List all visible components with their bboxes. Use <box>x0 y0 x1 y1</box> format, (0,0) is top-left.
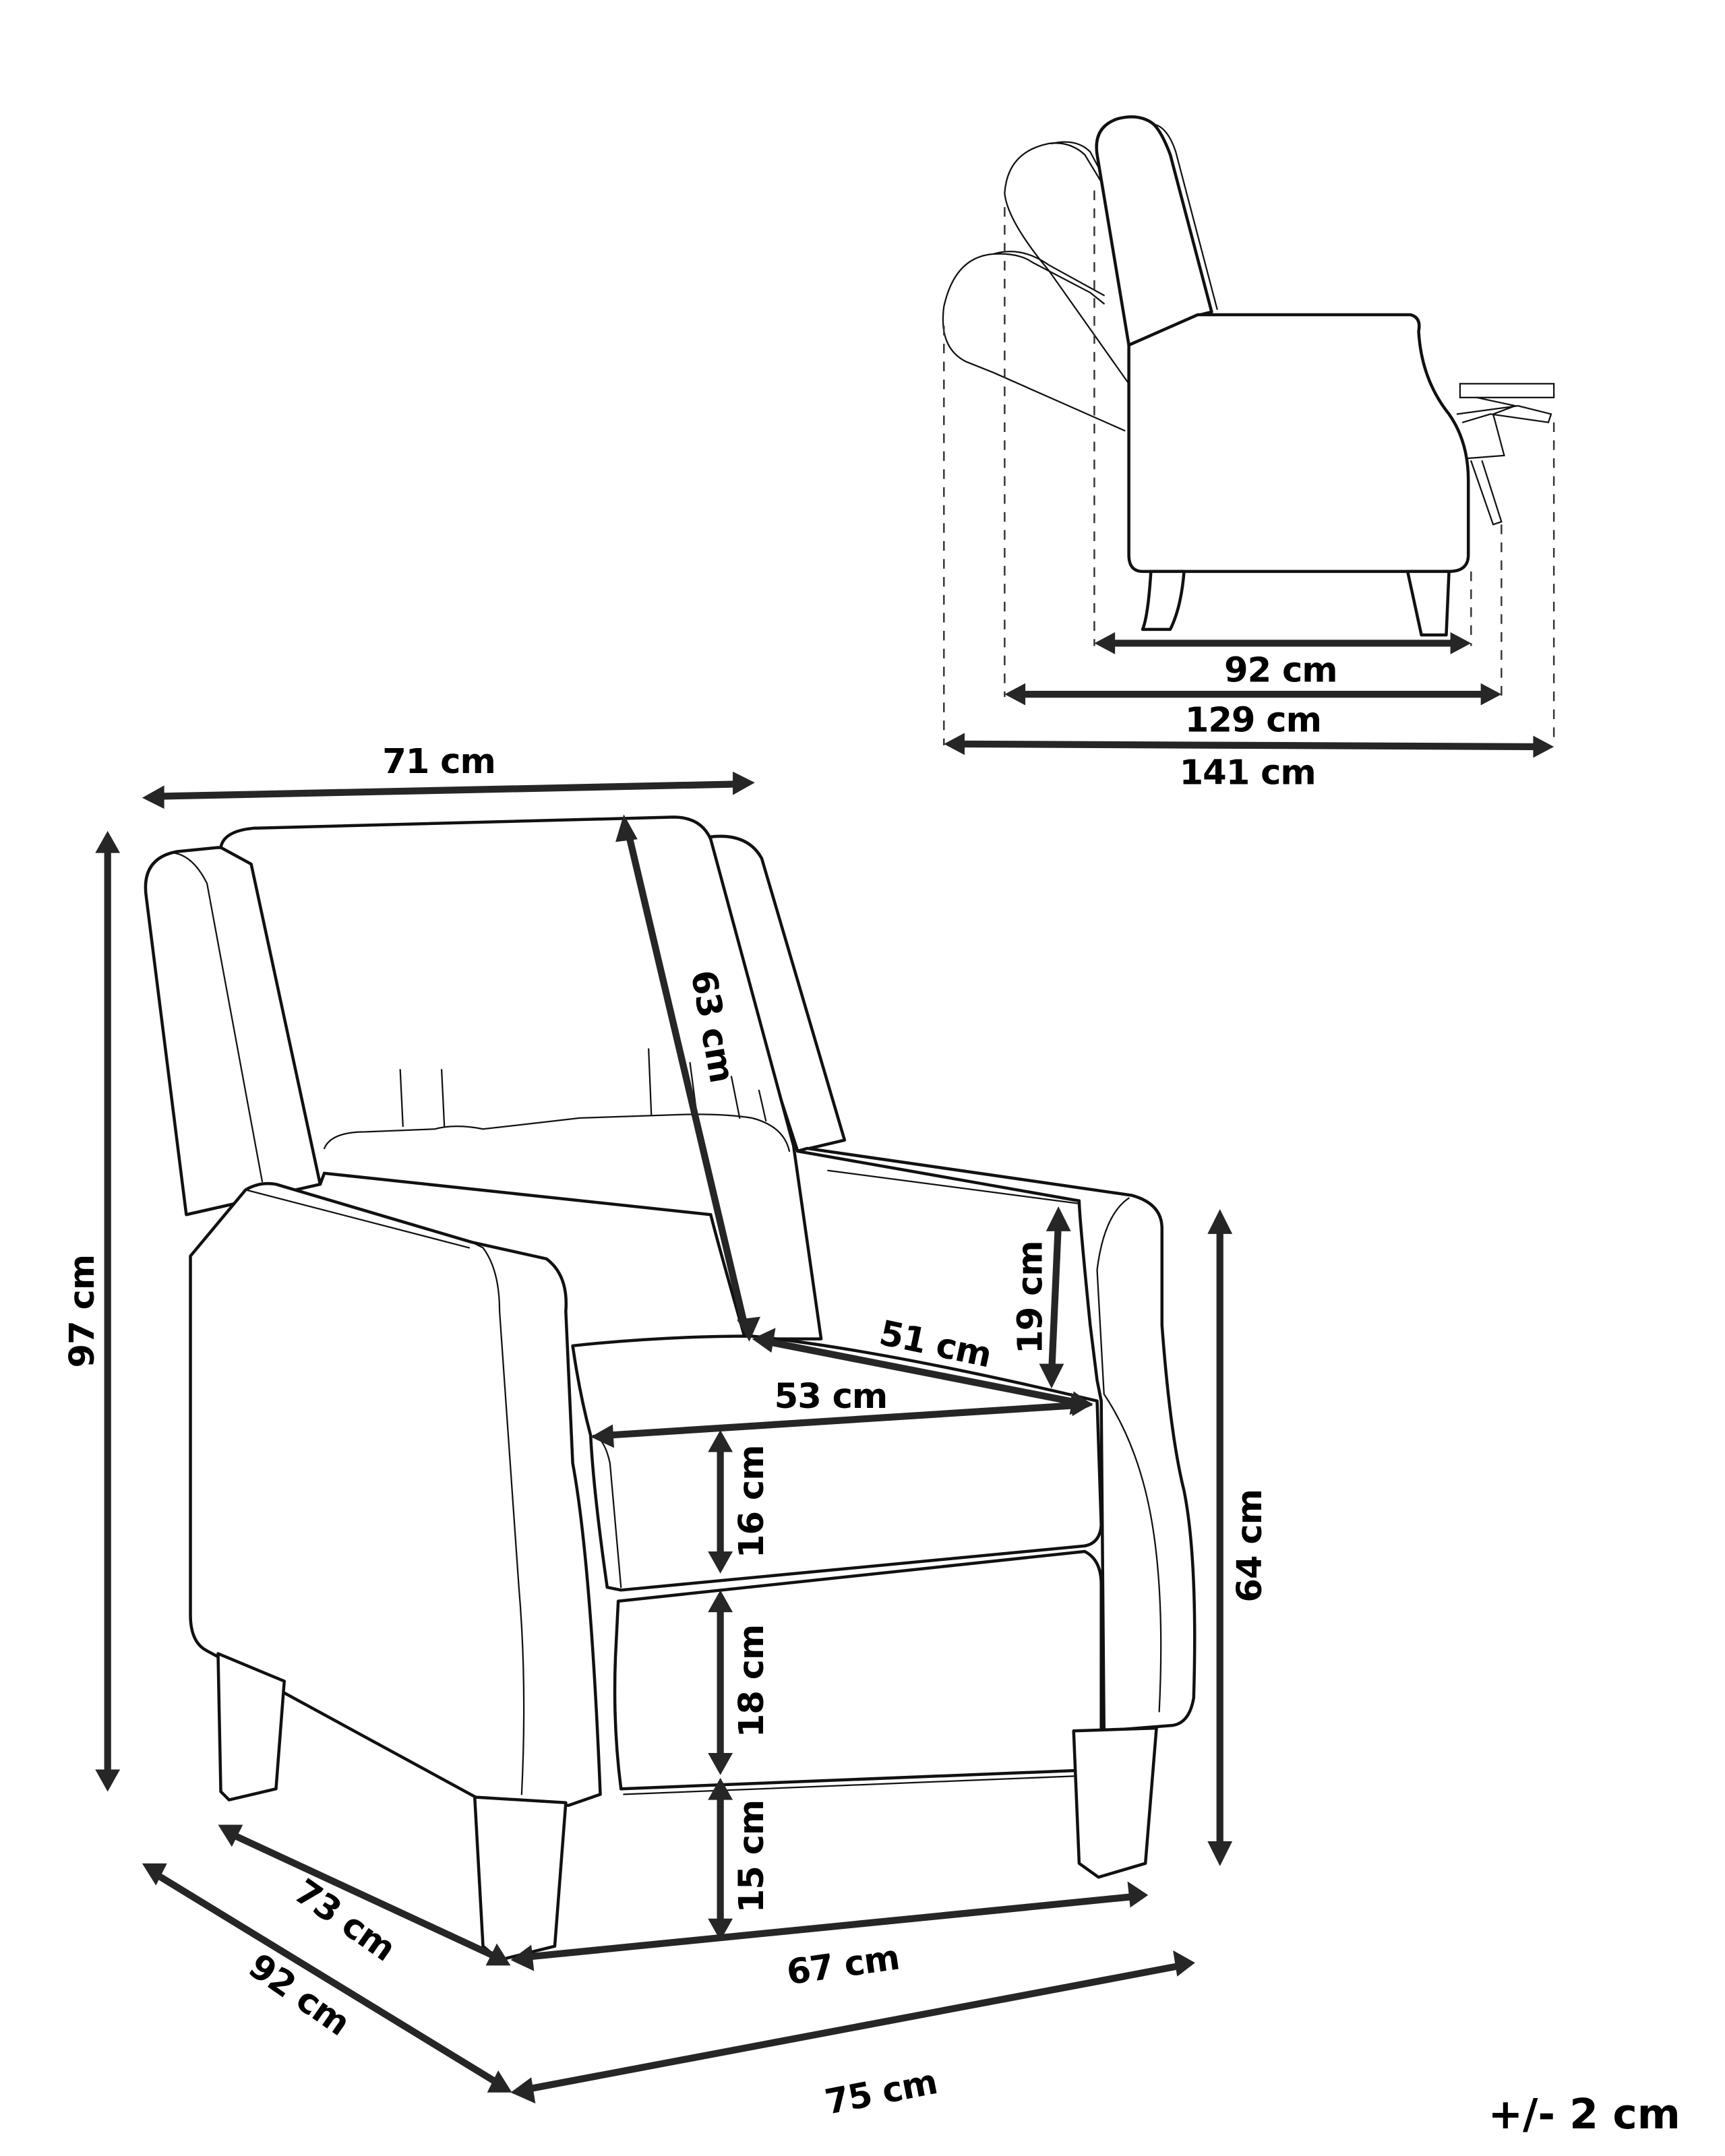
label-64: 64 cm <box>1230 1489 1270 1603</box>
right-arm-top-edge <box>827 1169 1081 1204</box>
dim-19: 19 cm <box>1010 1206 1071 1389</box>
footrest-arm-2 <box>1467 396 1518 460</box>
dim-97: 97 cm <box>62 830 121 1792</box>
backrest-fully-reclined-edge <box>992 251 1105 297</box>
label-53: 53 cm <box>775 1376 888 1417</box>
left-front-leg <box>473 1795 568 1962</box>
dim-16: 16 cm <box>708 1429 772 1574</box>
right-arm <box>796 1146 1197 1733</box>
lumbar-cushion-top <box>323 1113 791 1152</box>
left-rear-leg <box>216 1652 286 1801</box>
backrest-upright-edge <box>1153 123 1218 310</box>
label-67: 67 cm <box>784 1938 901 1994</box>
backrest-half-reclined-outline <box>1004 142 1130 385</box>
footrest-board <box>1459 383 1555 398</box>
backrest-tufting <box>399 1048 767 1128</box>
chair-body-side <box>1127 313 1470 574</box>
right-front-leg <box>1072 1726 1158 1879</box>
footrest-arm-1 <box>1456 404 1552 423</box>
label-97: 97 cm <box>62 1255 102 1368</box>
label-16: 16 cm <box>731 1445 772 1558</box>
right-arm-piping <box>1096 1197 1162 1713</box>
dim-side-141: 141 cm <box>944 733 1554 793</box>
label-19: 19 cm <box>1010 1241 1051 1354</box>
left-arm-top-edge <box>245 1189 471 1249</box>
backrest-upright <box>1095 115 1213 347</box>
front-view: 71 cm 97 cm 63 cm 19 cm 51 cm <box>62 741 1270 2123</box>
front-leg <box>1405 569 1451 637</box>
label-side-141: 141 cm <box>1180 752 1316 793</box>
label-side-129: 129 cm <box>1185 700 1321 740</box>
backrest-fully-reclined-outline <box>942 253 1126 432</box>
footrest-mechanism <box>1456 383 1555 526</box>
label-side-92: 92 cm <box>1224 650 1337 691</box>
dim-71: 71 cm <box>142 741 755 809</box>
dim-73: 73 cm <box>218 1824 511 1969</box>
side-view: 92 cm 129 cm 141 cm <box>942 115 1555 793</box>
label-75: 75 cm <box>822 2062 940 2123</box>
backrest-front <box>219 815 823 1341</box>
footrest-arm-3 <box>1470 460 1503 526</box>
backrest-half-reclined-edge <box>1050 141 1114 194</box>
footrest-panel-bottom <box>623 1774 1102 1795</box>
left-arm-piping <box>471 1241 525 1795</box>
seat-cushion <box>571 1334 1103 1592</box>
label-15: 15 cm <box>731 1800 772 1913</box>
left-arm <box>189 1181 602 1808</box>
footrest-panel <box>613 1549 1103 1791</box>
dim-18: 18 cm <box>708 1590 772 1775</box>
dim-side-129: 129 cm <box>1004 683 1502 740</box>
dim-64: 64 cm <box>1207 1209 1270 1866</box>
dim-15: 15 cm <box>708 1777 772 1941</box>
label-71: 71 cm <box>382 741 495 782</box>
left-wing-piping <box>173 852 264 1183</box>
dim-side-92: 92 cm <box>1094 632 1472 691</box>
label-18: 18 cm <box>731 1625 772 1738</box>
dim-67: 67 cm <box>510 1881 1149 1994</box>
dim-53: 53 cm <box>591 1376 1093 1448</box>
tolerance-note: +/- 2 cm <box>1488 2091 1681 2138</box>
rear-leg <box>1141 569 1186 632</box>
